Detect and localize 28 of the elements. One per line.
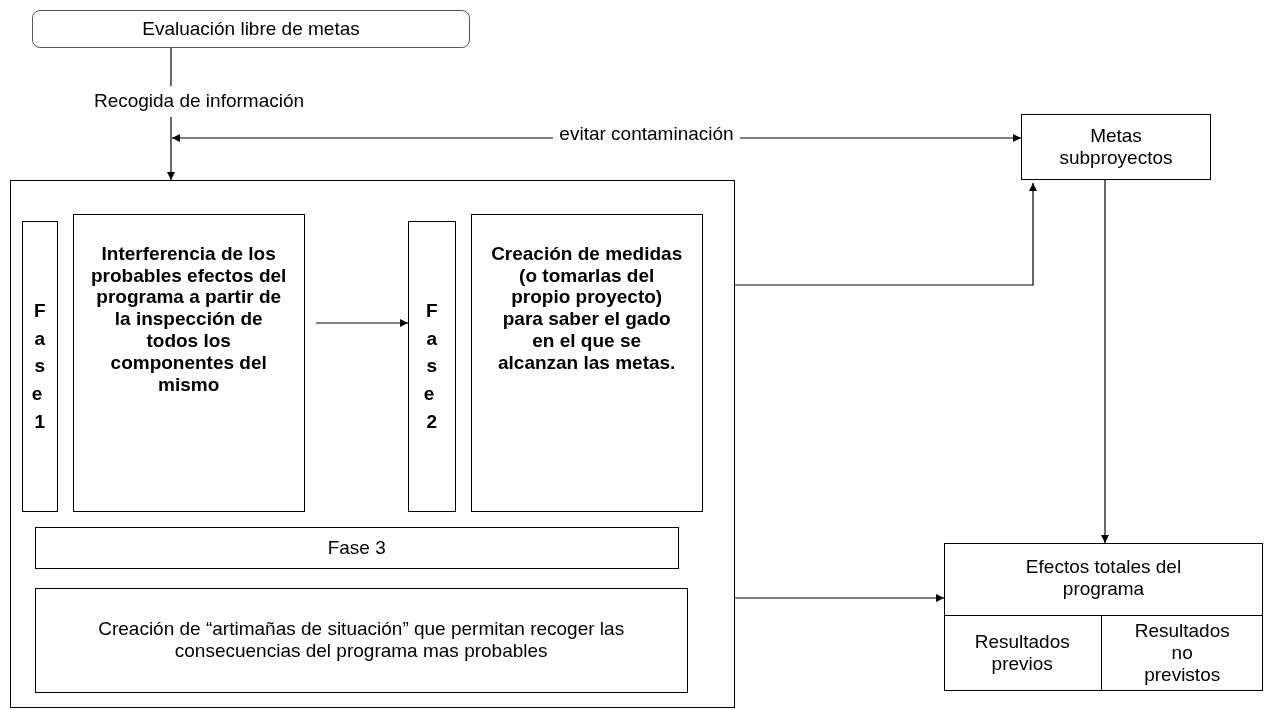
node-text: Evaluación libre de metas [141, 18, 361, 40]
arrow [315, 319, 409, 327]
phase-label: Fase 2 [422, 299, 439, 434]
process-box [1021, 114, 1211, 180]
process-box [34, 526, 679, 569]
process-box [470, 213, 703, 512]
node-text: Creación de “artimañas de situación” que permitan recoger las consecuencias del programa mas probables [97, 618, 626, 663]
phase-label: Fase 1 [30, 299, 47, 434]
result-box [944, 543, 1263, 691]
node-text: Creación de medidas (o tomarlas del propio proyecto) para saber el gado en el que se alcanzan las metas. [490, 242, 684, 374]
node-text: Resultados no previstos [1133, 620, 1231, 686]
arrow [167, 116, 175, 181]
result-box [1100, 614, 1263, 691]
arrow [734, 182, 1037, 286]
node-text: Interferencia de los probables efectos del programa a partir de la inspección de todos los componentes del mismo [90, 242, 288, 396]
arrow [734, 594, 945, 602]
process-box [72, 213, 305, 512]
process-box [10, 180, 735, 708]
phase-bar [407, 220, 456, 512]
phase-bar [21, 220, 58, 512]
node-text: Fase 3 [326, 536, 387, 559]
node-text: Metas subproyectos [1058, 125, 1174, 169]
node-text: Resultados previos [973, 631, 1071, 676]
arrow [1101, 179, 1109, 544]
node-text: Recogida de información [92, 90, 306, 112]
title-box [32, 10, 470, 48]
process-box [34, 587, 688, 693]
node-text: Efectos totales del programa [1024, 556, 1183, 600]
